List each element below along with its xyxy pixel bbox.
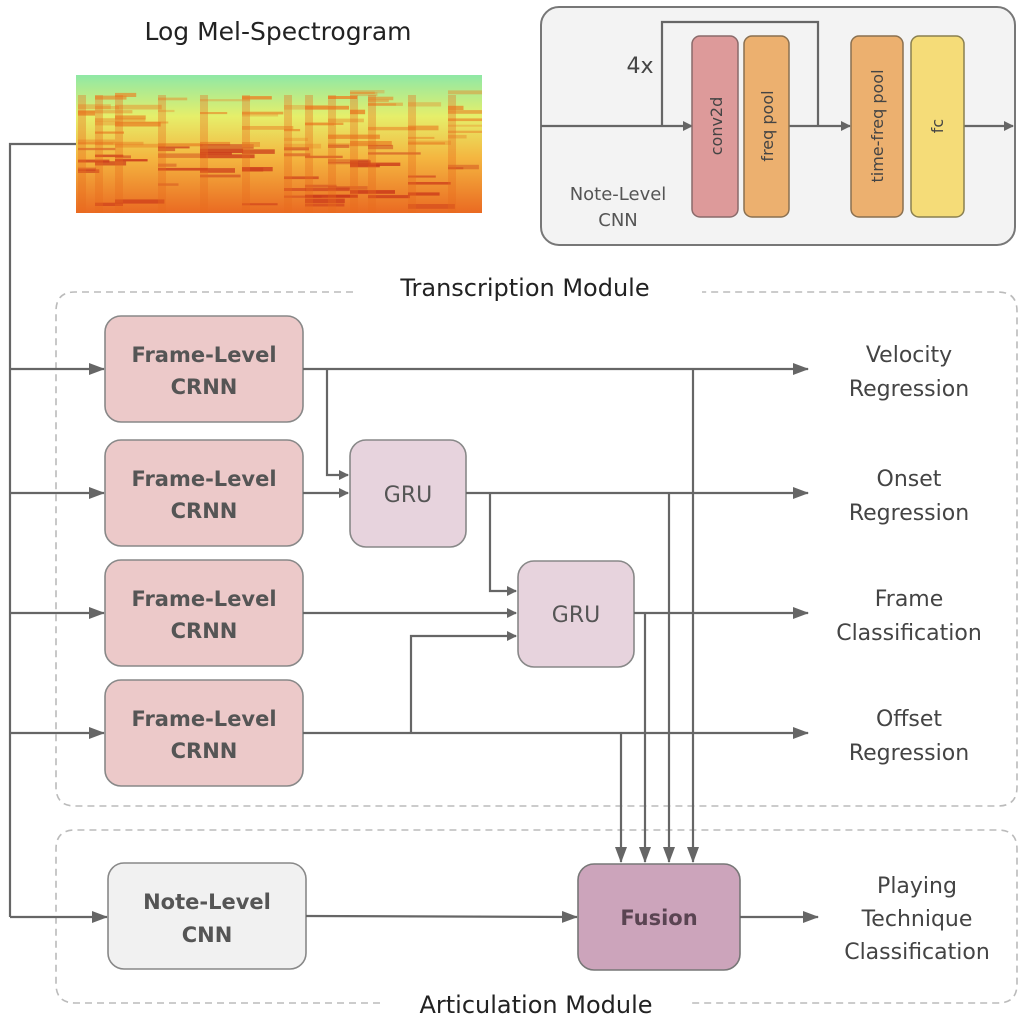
offset-label-line2: Regression — [849, 741, 969, 766]
repeat-label: 4x — [626, 54, 653, 79]
technique-label-line1: Playing — [877, 874, 957, 899]
velocity-label-line2: Regression — [849, 377, 969, 402]
frame-label-line1: Frame — [875, 587, 944, 612]
layer-time-freq-pool: time-freq pool — [850, 35, 904, 218]
frame-level-crnn-4: Frame-Level CRNN — [104, 679, 304, 787]
fusion-box: Fusion — [577, 863, 741, 971]
crnn-1-label-line2: CRNN — [171, 375, 238, 399]
crnn-3-label-line2: CRNN — [171, 619, 238, 643]
crnn-4-label-line1: Frame-Level — [131, 707, 276, 731]
layer-freq-pool-label: freq pool — [758, 90, 777, 161]
velocity-label-line1: Velocity — [866, 343, 952, 368]
technique-label-line2: Technique — [861, 907, 973, 932]
gru-2: GRU — [517, 560, 635, 668]
frame-label-line2: Classification — [836, 621, 982, 646]
layer-conv2d-label: conv2d — [707, 97, 726, 156]
note-cnn-to-fusion-arrow — [305, 910, 578, 923]
technique-label-line3: Classification — [844, 940, 990, 965]
crnn-4-label-line2: CRNN — [171, 739, 238, 763]
layer-time-freq-pool-label: time-freq pool — [868, 69, 887, 182]
gru-1-label: GRU — [384, 483, 432, 508]
frame-level-crnn-1: Frame-Level CRNN — [104, 315, 304, 423]
articulation-module-title: Articulation Module — [419, 991, 652, 1019]
inset-label-line1: Note-Level — [570, 184, 667, 205]
layer-freq-pool: freq pool — [743, 35, 790, 218]
input-trunk-line — [8, 142, 76, 917]
note-level-cnn-inset: 4x Note-Level CNN conv2d freq pool time-… — [540, 6, 1016, 246]
gru-2-label: GRU — [552, 603, 600, 628]
crnn-2-label-line2: CRNN — [171, 499, 238, 523]
crnn4-to-gru2-arrow — [409, 631, 517, 733]
crnn1-to-gru1-arrow — [325, 369, 349, 480]
layer-conv2d: conv2d — [691, 35, 739, 218]
offset-label-line1: Offset — [876, 707, 942, 732]
transcription-module-title: Transcription Module — [399, 274, 649, 302]
onset-label-line1: Onset — [877, 467, 942, 492]
transcription-module-border — [55, 291, 1018, 807]
note-cnn-label-line2: CNN — [182, 923, 233, 947]
layer-fc-label: fc — [928, 119, 947, 133]
repeat-loop-line — [660, 20, 820, 126]
spectrogram-image — [76, 75, 482, 213]
inset-label-line2: CNN — [598, 210, 638, 231]
frame-level-crnn-3: Frame-Level CRNN — [104, 559, 304, 667]
crnn-1-label-line1: Frame-Level — [131, 343, 276, 367]
gru1-to-gru2-arrow — [488, 493, 517, 596]
onset-label-line2: Regression — [849, 501, 969, 526]
spectrogram-title: Log Mel-Spectrogram — [144, 17, 411, 46]
note-cnn-label-line1: Note-Level — [143, 890, 271, 914]
crnn-3-label-line1: Frame-Level — [131, 587, 276, 611]
layer-fc: fc — [910, 35, 965, 218]
frame-level-crnn-2: Frame-Level CRNN — [104, 439, 304, 547]
crnn-2-label-line1: Frame-Level — [131, 467, 276, 491]
fusion-label: Fusion — [620, 906, 697, 930]
note-level-cnn-box: Note-Level CNN — [107, 862, 307, 970]
articulation-module-border — [55, 829, 1018, 1004]
gru-1: GRU — [349, 439, 467, 548]
